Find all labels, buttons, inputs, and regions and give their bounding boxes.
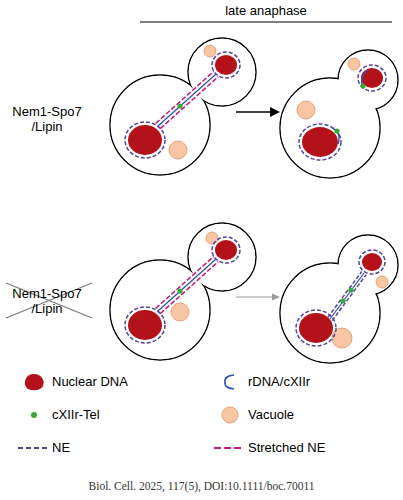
budded-cell	[280, 235, 398, 363]
stage-heading: late anaphase	[140, 3, 392, 18]
legend-sample	[212, 438, 246, 458]
legend-swatch	[22, 372, 46, 392]
legend-swatch	[25, 374, 44, 390]
legend-label: Nuclear DNA	[52, 374, 128, 389]
budded-cell	[110, 223, 256, 360]
legend-swatch	[31, 412, 37, 418]
progress-arrow	[236, 294, 280, 301]
nucleus	[296, 250, 388, 348]
legend-sample	[218, 372, 242, 392]
legend-label: Stretched NE	[248, 440, 325, 455]
header-rule	[140, 21, 392, 22]
legend-label: rDNA/cXIIr	[248, 374, 310, 389]
condition-label: Nem1-Spo7 /Lipin	[4, 286, 90, 316]
legend-label: NE	[52, 440, 70, 455]
condition-label: Nem1-Spo7 /Lipin	[4, 104, 90, 134]
nucleus	[125, 45, 240, 159]
legend-swatch	[222, 407, 238, 423]
budded-cell	[280, 50, 398, 178]
legend-label: cXIIr-Tel	[52, 407, 100, 422]
nucleus	[125, 232, 240, 343]
legend-label: Vacuole	[248, 407, 294, 422]
legend-swatch	[22, 405, 46, 425]
legend-sample	[16, 438, 50, 458]
budded-cell	[110, 38, 256, 175]
nucleus	[297, 58, 386, 160]
figure-caption: Biol. Cell. 2025, 117(5), DOI:10.1111/bo…	[0, 479, 403, 494]
progress-arrow	[236, 107, 280, 117]
legend-swatch	[218, 405, 242, 425]
